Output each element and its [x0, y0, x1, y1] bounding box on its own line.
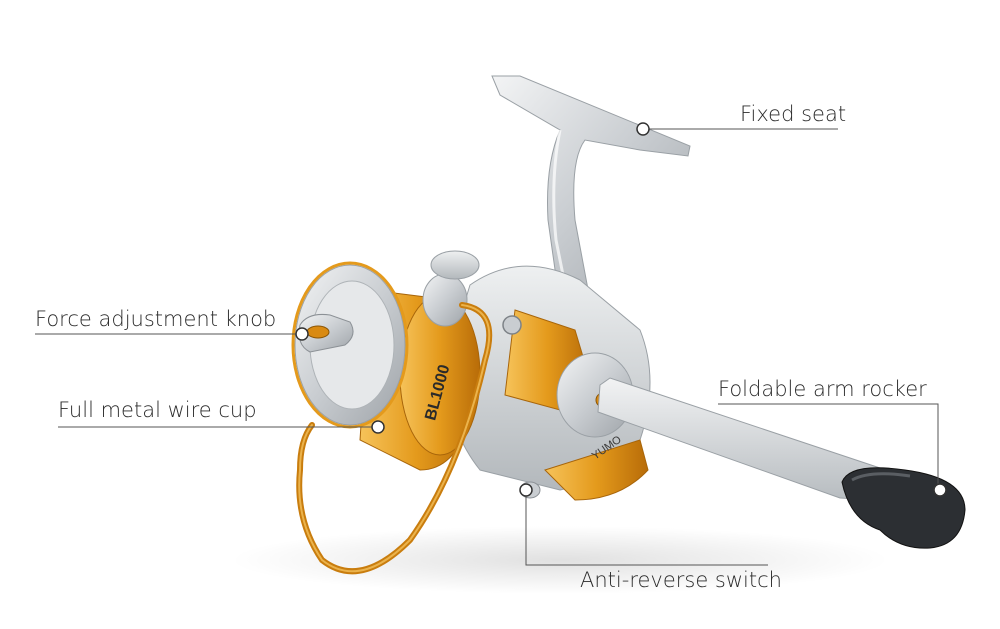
line-roller [422, 273, 468, 327]
label-anti-reverse-switch: Anti-reverse switch [580, 568, 782, 592]
foot-highlight [552, 129, 570, 301]
bail-arm-top [430, 250, 480, 280]
marker-wire-cup-icon [371, 420, 385, 434]
body-screw-icon [502, 315, 522, 335]
callout-lines [35, 128, 939, 566]
marker-foldable-arm-icon [933, 483, 947, 497]
bail-wire-highlight [298, 304, 491, 573]
drag-knob-insert [306, 325, 330, 339]
callout-markers [295, 122, 947, 497]
label-foldable-arm-rocker: Foldable arm rocker [718, 377, 927, 401]
floor-shadow [230, 526, 890, 594]
label-full-metal-wire-cup: Full metal wire cup [58, 398, 257, 422]
body-tail [544, 439, 649, 501]
marker-anti-reverse-icon [519, 483, 533, 497]
callout-line-anti-reverse [525, 496, 768, 566]
callout-line-foldable-arm [718, 403, 939, 488]
handle-knob [841, 467, 966, 549]
knob-highlight [851, 472, 911, 482]
marker-force-knob-icon [295, 327, 309, 341]
marker-fixed-seat-icon [636, 122, 650, 136]
label-force-adjustment-knob: Force adjustment knob [35, 307, 277, 331]
label-fixed-seat: Fixed seat [740, 102, 847, 126]
